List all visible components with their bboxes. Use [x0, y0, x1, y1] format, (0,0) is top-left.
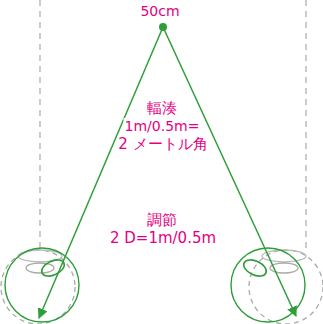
lens — [26, 263, 54, 273]
formula-label: 1m/0.5m= — [124, 118, 201, 134]
fixation-point — [159, 23, 167, 31]
visual-axis — [163, 27, 296, 316]
gaze-line — [305, 0, 306, 250]
eye-outline — [249, 250, 323, 324]
lens — [39, 257, 67, 280]
formula-label: 2 メートル角 — [117, 136, 208, 153]
formula-label: 2 D=1m/0.5m — [109, 230, 217, 247]
visual-axis — [39, 27, 163, 318]
gaze-line — [39, 0, 40, 250]
distance-label: 50cm — [139, 3, 180, 19]
formula-label: 調節 — [146, 212, 178, 229]
lens — [241, 257, 269, 280]
formula-label: 輻湊 — [146, 100, 178, 117]
